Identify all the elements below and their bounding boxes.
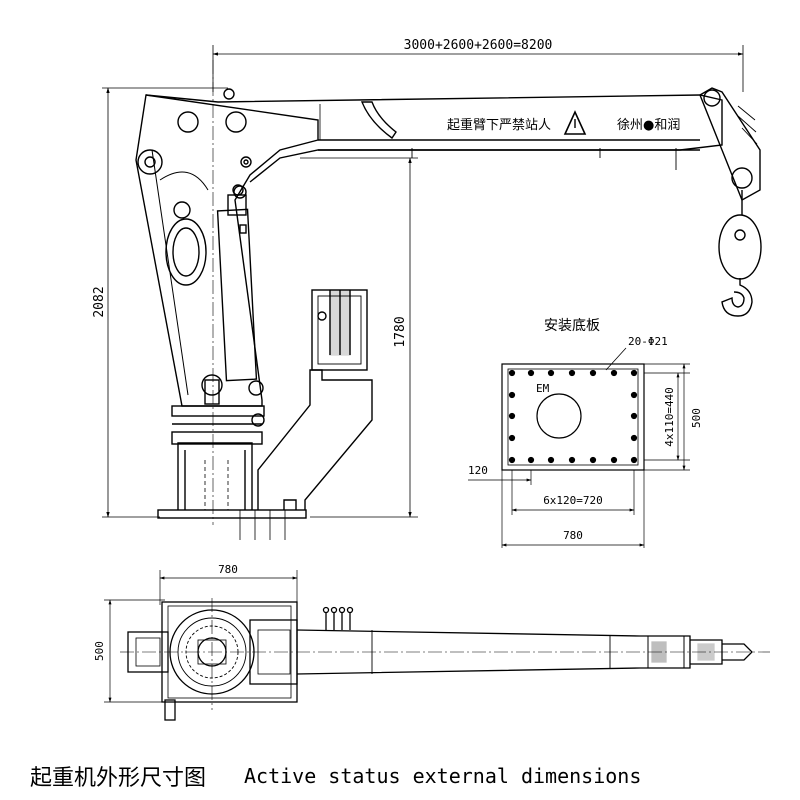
plan-pins — [322, 606, 354, 630]
plate-center-mark: EM — [536, 382, 550, 395]
boom-warning-text: 起重臂下严禁站人 — [447, 117, 551, 133]
boom-brand-text: 徐州●和润 — [617, 118, 680, 133]
mast-column — [135, 94, 319, 407]
base-pedestal — [157, 405, 307, 540]
boom: 起重臂下严禁站人 徐州●和润 — [145, 88, 723, 183]
height-dimension-1780 — [300, 157, 418, 518]
plate-bolt-holes — [508, 369, 638, 464]
plan-depth-label: 500 — [93, 641, 106, 661]
caption-english: Active status external dimensions — [244, 764, 642, 788]
mounting-plate-drawing: 安装底板 20-Φ21 EM 4x110=440 500 120 6 — [468, 318, 703, 548]
plan-view: 780 500 — [93, 563, 770, 721]
caption: 起重机外形尺寸图 Active status external dimensio… — [30, 760, 770, 792]
luffing-cylinder — [216, 184, 265, 427]
support-stand — [257, 289, 373, 510]
boom-head-hook — [699, 87, 762, 317]
plate-height: 500 — [690, 408, 703, 428]
plan-width-label: 780 — [218, 563, 238, 576]
plate-edge-offset: 120 — [468, 464, 488, 477]
plate-width: 780 — [563, 529, 583, 542]
caption-chinese: 起重机外形尺寸图 — [30, 766, 207, 791]
height-dimension-2082 — [102, 87, 228, 518]
height-2082-label: 2082 — [92, 286, 107, 317]
height-1780-label: 1780 — [393, 316, 408, 347]
plate-title: 安装底板 — [544, 318, 600, 334]
top-length-label: 3000+2600+2600=8200 — [404, 38, 553, 53]
plate-horizontal-spacing: 6x120=720 — [543, 494, 603, 507]
plate-vertical-spacing: 4x110=440 — [663, 387, 676, 447]
plate-holes-label: 20-Φ21 — [628, 335, 668, 348]
side-elevation: 起重臂下严禁站人 徐州●和润 3000+2600+260 — [92, 38, 762, 540]
